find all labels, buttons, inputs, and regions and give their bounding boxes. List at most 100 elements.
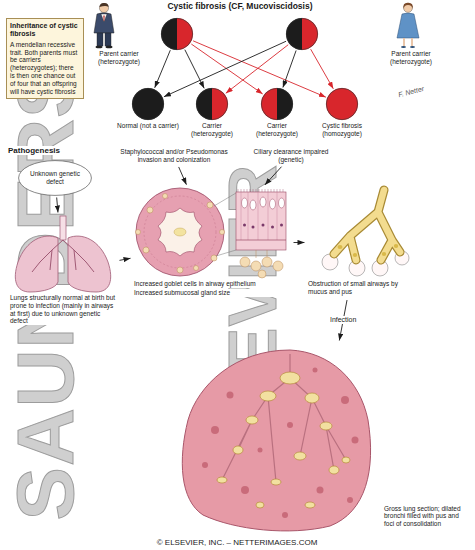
airway-cross-section [220,230,225,235]
offspring-genotype: Normal (not a carrier) [132,88,164,120]
allele-half [286,18,302,50]
gross-lung-section [182,350,370,531]
airway-cross-section [143,247,149,253]
node-text: Parent carrier (heterozygote) [88,50,150,66]
gross-lung-section [320,422,332,430]
obstructed-bronchioles [322,190,409,276]
text-block: Parent carrier (heterozygote) [88,50,150,67]
text-block: Carrier (heterozygote) [246,122,308,139]
gross-lung-section [202,462,208,468]
pathogenesis-arrow [265,167,282,185]
text-block: Normal (not a carrier) [117,122,179,131]
gross-lung-section [313,368,318,373]
allele-half [302,18,318,50]
airway-cross-section [214,193,236,206]
text-block: Unknown genetic defect [27,170,83,187]
normal-lungs-illustration [60,216,66,240]
airway-cross-section [163,194,168,199]
obstructed-bronchioles [394,244,398,248]
inheritance-arrow [155,50,171,88]
gross-lung-section [282,512,288,518]
genotype-circle [261,88,293,120]
node-text: Parent carrier (heterozygote) [380,50,442,66]
airway-cross-section [136,188,224,276]
gross-lung-section [258,448,263,453]
allele-half [326,88,342,120]
genotype-circle [286,18,318,50]
epithelium-detail [270,199,276,209]
airway-panel: Increased goblet cells in airway epithel… [132,186,292,300]
text-block: Ciliary clearance impaired (genetic) [245,148,337,164]
epithelium-detail [238,189,283,192]
epithelium-detail [279,198,285,208]
male-parent-figure [97,33,103,46]
node-text: Obstruction of small airways by mucus an… [308,280,408,296]
text-block: Parent carrier (heterozygote) [380,50,442,67]
caption: Increased goblet cells in airway epithel… [134,280,290,297]
copyright-line: © ELSEVIER, INC. – NETTERIMAGES.COM [157,538,318,547]
node-text: Carrier (heterozygote) [246,122,308,138]
parent-genotype: Parent carrier (heterozygote) [286,18,318,50]
pathogenesis-arrow [294,242,305,243]
gross-lung-section [260,391,276,401]
allele-half [148,88,164,120]
allele-half [261,88,277,120]
gross-lung-section [182,350,370,531]
node-text: A mendelian recessive trait. Both parent… [10,41,80,96]
offspring-genotype: Cystic fibrosis (homozygote) [326,88,358,120]
gross-lung-panel: Gross lung section; dilated bronchi fill… [175,342,467,532]
node-text: Carrier (heterozygote) [181,122,243,138]
gross-lung-section [342,457,350,463]
epithelium-detail [256,250,267,258]
airway-cross-section [158,208,202,256]
airway-cross-section [147,207,153,213]
gross-lung-section [233,446,243,454]
normal-lungs-illustration [15,236,58,292]
allele-half [161,18,177,50]
airway-cross-section [174,228,186,236]
genotype-circle [326,88,358,120]
airway-cross-section [177,267,183,273]
text-block: Carrier (heterozygote) [181,122,243,139]
obstructed-bronchioles [334,190,400,260]
artist-signature: F. Netter [397,85,425,100]
gross-lung-section [341,396,349,404]
epithelium-detail [262,224,265,227]
node-text: Increased goblet cells in airway epithel… [134,280,290,288]
node-text: Lungs structurally normal at birth but p… [10,294,116,325]
circle-outline [286,18,317,49]
caption: Lungs structurally normal at birth but p… [10,294,116,325]
inheritance-arrow [191,44,262,94]
parent-genotype: Parent carrier (heterozygote) [161,18,193,50]
offspring-genotype: Carrier (heterozygote) [261,88,293,120]
male-parent-figure [96,46,103,49]
epithelium-detail [242,198,248,208]
airway-cross-section [136,188,237,276]
gross-lung-section [280,372,300,384]
circle-outline [261,88,292,119]
allele-half [196,88,212,120]
allele-half [212,88,228,120]
female-parent-figure [403,38,405,46]
allele-half [132,88,148,120]
male-parent-figure [101,14,107,22]
female-parent-figure [404,4,413,13]
text-block: Cystic fibrosis (homozygote) [311,122,373,139]
info-box: Inheritance of cystic fibrosisA mendelia… [6,18,84,99]
circle-outline [161,18,192,49]
epithelium-detail [252,226,255,229]
obstructed-bronchioles [382,252,386,256]
inheritance-arrow [283,50,296,87]
gross-lung-section [246,416,258,424]
node-text: Normal (not a carrier) [117,122,179,130]
female-parent-figure [410,46,415,48]
gross-lung-section [287,422,293,428]
epithelium-detail [258,270,266,278]
epithelium-detail [262,257,272,267]
text-block: Inheritance of cystic fibrosisA mendelia… [10,22,80,95]
pathogenesis-arrow [57,197,58,212]
gross-lung-section [227,392,234,399]
text-block: Staphylococcal and/or Pseudomonas invasi… [119,148,229,164]
genotype-circle [196,88,228,120]
